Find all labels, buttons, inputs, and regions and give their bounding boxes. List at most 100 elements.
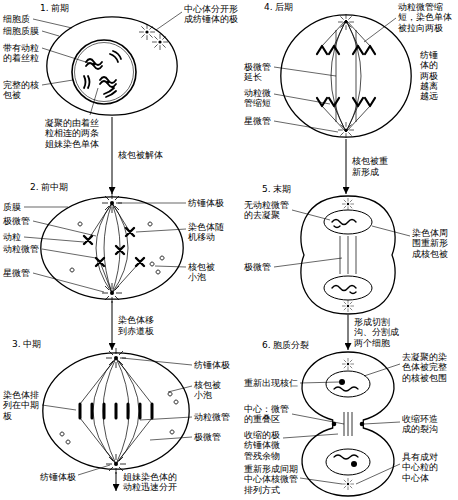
cell-membrane <box>301 196 395 314</box>
part-label: 极微管 <box>3 216 41 226</box>
centrosome <box>139 24 155 40</box>
stage-title: 5. 末期 <box>262 184 291 194</box>
part-label: 染色体排列在中期板 <box>3 390 41 421</box>
stage-arrow <box>112 301 113 350</box>
daughter-nucleus <box>326 449 370 475</box>
cell-outline <box>296 196 400 314</box>
cell-stage: 6. 胞质分裂 <box>302 352 394 496</box>
centrosome <box>342 300 354 312</box>
nuclear-envelope-inner <box>75 43 134 102</box>
cell-stage: 4. 后期 <box>280 14 412 138</box>
spindle-pole <box>338 122 354 138</box>
separating-chromatids <box>317 46 375 106</box>
chromosomes <box>84 228 144 266</box>
envelope-vesicles <box>70 222 164 274</box>
centrosome <box>342 358 354 370</box>
cell-stage: 3. 中期 <box>42 352 190 470</box>
transition-label: 染色体移到赤道板 <box>118 315 156 336</box>
stage-title: 2. 前中期 <box>30 182 68 192</box>
part-label: 中心：微管的重叠区 <box>244 404 291 425</box>
midbody <box>344 412 352 436</box>
stage-title: 6. 胞质分裂 <box>262 340 309 350</box>
part-label: 重新出现核仁 <box>244 378 300 388</box>
spindle-pole <box>106 454 126 474</box>
part-label: 重新形成间期中心体核微管排列方式 <box>244 464 300 495</box>
part-label: 纺锤体极 <box>188 198 226 208</box>
part-label: 具有成对中心粒的中心体 <box>402 452 440 483</box>
part-label: 完整的核包被 <box>3 80 41 101</box>
cell-membrane <box>302 352 394 496</box>
stage-arrow <box>112 117 113 194</box>
cell-outline <box>302 352 394 496</box>
part-label: 动粒微管缩短，染色单体被拉向两极 <box>398 2 454 33</box>
part-label: 纺锤体的两极越离越远 <box>420 50 440 102</box>
part-label: 动粒 <box>3 232 41 242</box>
kinetochore <box>92 62 95 65</box>
polar-microtubules <box>340 236 356 274</box>
condensed-chromosomes <box>84 51 121 97</box>
cell-membrane <box>47 17 177 115</box>
part-label: 收缩的极纺锤体微管残余物 <box>244 430 282 461</box>
spindle-fibers <box>88 203 140 293</box>
part-label: 星微管 <box>244 116 273 126</box>
part-label: 动粒微管 <box>194 412 232 422</box>
nucleolus <box>351 461 357 467</box>
cell-membrane <box>41 197 183 299</box>
nucleolus <box>339 379 345 385</box>
cell-outline <box>280 14 412 138</box>
spindle-fibers <box>322 20 370 132</box>
part-label: 染色体周围重新形成核包被 <box>412 228 450 259</box>
stage-arrow <box>346 139 347 194</box>
part-label: 带有动粒的着丝粒 <box>3 43 41 64</box>
cell-stage: 1. 前期 <box>46 16 178 116</box>
daughter-nucleus <box>326 371 370 397</box>
kinetochore <box>106 80 109 83</box>
transition-label: 形成切割沟、分割成两个细胞 <box>354 317 401 348</box>
part-label: 极微管 <box>194 432 232 442</box>
part-label: 收缩环造成的裂沟 <box>402 414 440 435</box>
spindle-fibers <box>80 358 152 464</box>
part-label: 去凝聚的染色体被完整的核被包围 <box>402 352 449 383</box>
part-label: 细胞质膜 <box>3 26 50 36</box>
part-label: 核包被小泡 <box>194 380 223 401</box>
part-label: 中心体分开形成纺锤体的极 <box>184 4 240 25</box>
part-label: 细胞质 <box>3 14 50 24</box>
part-label: 质膜 <box>3 202 41 212</box>
part-label: 纺锤体极 <box>194 360 232 370</box>
spindle-pole <box>338 14 354 30</box>
metaphase-chromosomes <box>80 404 152 418</box>
stage-title: 3. 中期 <box>12 339 41 349</box>
part-label: 凝聚的由着丝粒相连的两条姐妹染色单体 <box>45 118 101 149</box>
envelope-vesicles <box>60 392 178 444</box>
transition-label: 核包被解体 <box>118 150 165 160</box>
cell-membrane <box>281 15 411 137</box>
cell-stage: 5. 末期 <box>296 196 400 314</box>
part-label: 无动粒微管的去凝聚 <box>244 200 291 221</box>
centrosome <box>342 478 354 490</box>
leader-lines <box>24 12 410 484</box>
spindle-pole <box>102 283 122 303</box>
centrosome <box>152 34 168 50</box>
stage-arrow <box>348 315 349 350</box>
part-label: 动粒微管 <box>3 244 41 254</box>
cell-outline <box>46 16 178 116</box>
part-label: 核包被小泡 <box>188 262 217 283</box>
stage-arrow <box>116 472 117 491</box>
cell-outline <box>40 196 184 300</box>
part-label: 姐妹染色体的动粒迅速分开 <box>123 472 179 493</box>
cell-stage: 2. 前中期 <box>40 196 184 300</box>
part-label: 纺锤体极 <box>40 472 78 482</box>
centrosome <box>342 198 354 210</box>
part-label: 动粒微管缩短 <box>244 88 273 109</box>
stage-title: 1. 前期 <box>40 3 69 13</box>
transition-label: 核包被重新形成 <box>352 156 390 177</box>
part-label: 染色体随机移动 <box>188 222 226 243</box>
decondensing-chromosomes <box>332 220 356 294</box>
cell-membrane <box>43 353 189 469</box>
cell-outline <box>42 352 190 470</box>
stage-title: 4. 后期 <box>264 2 293 12</box>
nuclear-envelope <box>72 40 136 104</box>
